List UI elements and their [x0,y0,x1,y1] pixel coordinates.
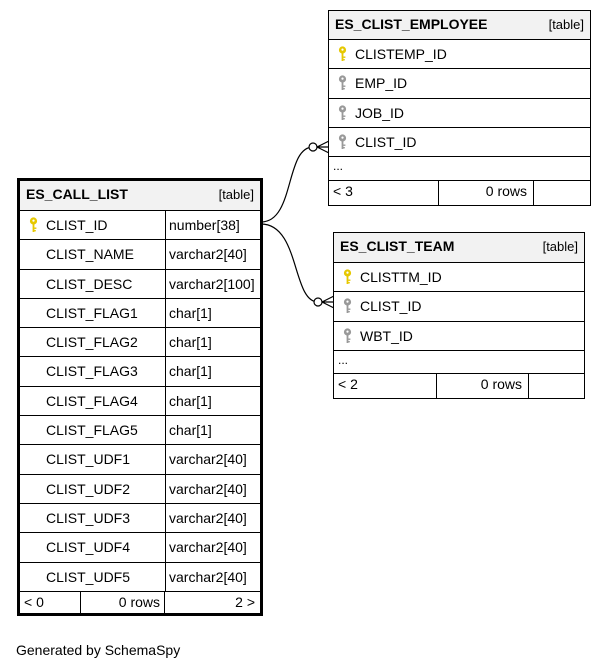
relationship-call-list-to-team [260,223,319,303]
column-type: varchar2[40] [165,503,260,533]
column-row[interactable]: CLIST_FLAG3 char[1] [20,357,260,387]
column-row[interactable]: CLIST_DESC varchar2[100] [20,269,260,299]
column-row[interactable]: CLIST_NAME varchar2[40] [20,240,260,270]
crowfoot-team [321,295,335,309]
foreign-key-icon [338,134,347,149]
column-name: WBT_ID [360,327,413,344]
column-row[interactable]: CLIST_FLAG2 char[1] [20,328,260,358]
column-row[interactable]: WBT_ID [334,322,584,351]
more-columns: ... [334,351,584,374]
column-name: JOB_ID [355,104,405,121]
generator-caption: Generated by SchemaSpy [16,642,181,658]
column-row[interactable]: CLIST_FLAG4 char[1] [20,386,260,417]
table-type: [table] [548,17,584,32]
column-row[interactable]: CLIST_FLAG1 char[1] [20,298,260,329]
column-row[interactable]: CLISTTM_ID [334,263,584,293]
column-name: CLIST_FLAG4 [46,392,138,409]
parents-count[interactable]: < 3 [329,181,439,207]
foreign-key-icon [338,104,347,120]
column-row[interactable]: CLISTEMP_ID [329,40,590,70]
column-row[interactable]: JOB_ID [329,99,590,128]
table-header: ES_CLIST_TEAM [table] [334,233,584,263]
column-type: char[1] [165,298,260,328]
column-name: CLIST_DESC [46,275,133,292]
table-type: [table] [218,187,254,202]
parents-count[interactable]: < 2 [334,373,437,399]
column-name: CLIST_ID [46,217,108,233]
table-footer: < 0 0 rows 2 > [20,591,260,615]
column-row[interactable]: CLIST_UDF1 varchar2[40] [20,445,260,475]
row-count: 0 rows [81,591,165,615]
children-count[interactable] [534,181,590,206]
column-type: char[1] [165,416,260,445]
more-columns: ... [329,157,590,182]
column-row[interactable]: EMP_ID [329,69,590,99]
column-type: varchar2[40] [165,533,260,562]
column-name: EMP_ID [355,75,408,92]
crowfoot-employee [316,140,330,154]
column-row[interactable]: CLIST_UDF5 varchar2[40] [20,562,260,592]
column-name: CLIST_UDF3 [46,509,131,526]
column-row[interactable]: CLIST_ID number[38] [20,211,260,241]
column-name: CLIST_FLAG3 [46,363,138,380]
column-name: CLIST_FLAG5 [46,422,138,439]
column-name: CLIST_FLAG1 [46,304,138,321]
column-type: char[1] [165,357,260,386]
table-footer: < 3 0 rows [329,181,590,207]
table-header: ES_CLIST_EMPLOYEE [table] [329,11,590,40]
children-count[interactable] [529,374,584,399]
optional-marker-employee [308,142,318,152]
column-row[interactable]: CLIST_ID [334,292,584,322]
table-es-clist-employee[interactable]: ES_CLIST_EMPLOYEE [table] CLISTEMP_ID EMP… [328,10,591,207]
table-es-clist-team[interactable]: ES_CLIST_TEAM [table] CLISTTM_ID CLIST_ID… [333,232,585,399]
column-row[interactable]: CLIST_UDF3 varchar2[40] [20,503,260,534]
column-name: CLIST_FLAG2 [46,334,138,351]
column-row[interactable]: CLIST_UDF4 varchar2[40] [20,533,260,563]
foreign-key-icon [338,75,347,91]
primary-key-icon [343,269,352,284]
column-name: CLIST_ID [360,298,422,315]
column-name: CLISTEMP_ID [355,46,447,62]
column-row[interactable]: CLIST_UDF2 varchar2[40] [20,474,260,504]
primary-key-icon [29,217,38,232]
column-type: varchar2[40] [165,240,260,269]
table-type: [table] [542,239,578,254]
column-row[interactable]: CLIST_ID [329,128,590,158]
table-name: ES_CLIST_EMPLOYEE [335,16,488,32]
column-row[interactable]: CLIST_FLAG5 char[1] [20,416,260,446]
column-type: varchar2[100] [165,269,260,298]
row-count: 0 rows [439,181,534,207]
column-type: varchar2[40] [165,445,260,474]
table-footer: < 2 0 rows [334,373,584,399]
column-type: varchar2[40] [165,474,260,503]
children-count[interactable]: 2 > [235,593,255,610]
table-name: ES_CLIST_TEAM [340,238,455,254]
relationship-call-list-to-employee [260,146,314,223]
table-header: ES_CALL_LIST [table] [20,181,260,211]
optional-marker-team [313,297,323,307]
primary-key-icon [338,46,347,61]
column-name: CLIST_UDF1 [46,451,131,468]
column-type: char[1] [165,328,260,357]
column-type: varchar2[40] [165,562,260,591]
column-type: number[38] [165,211,260,240]
foreign-key-icon [343,327,352,343]
column-name: CLIST_ID [355,133,417,150]
table-name: ES_CALL_LIST [26,186,128,202]
column-name: CLISTTM_ID [360,269,442,285]
parents-count[interactable]: < 0 [20,591,81,615]
row-count: 0 rows [437,373,529,399]
foreign-key-icon [343,298,352,314]
column-name: CLIST_UDF4 [46,539,131,556]
column-name: CLIST_UDF5 [46,568,131,585]
column-name: CLIST_UDF2 [46,480,131,497]
column-type: char[1] [165,386,260,416]
column-name: CLIST_NAME [46,246,134,263]
